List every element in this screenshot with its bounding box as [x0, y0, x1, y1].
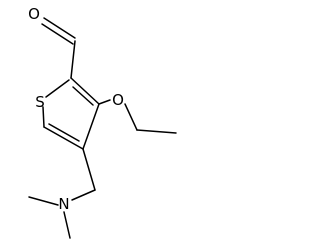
amine-bond-n-me1	[28, 196, 59, 206]
amine-bond-n-me2	[63, 211, 71, 239]
ring-bond-c3-c4	[82, 103, 100, 150]
ring-bond-c4-c5-inner	[48, 123, 80, 142]
aldehyde-double-bond-b	[41, 23, 74, 45]
ring-bond-s-c2	[45, 79, 70, 98]
ring-bond-c2-c3	[70, 77, 100, 105]
molecule-structure: O S O N	[28, 5, 177, 239]
ethoxy-bond-o-ch2	[124, 103, 138, 131]
ring-bond-c4-c5	[43, 126, 84, 150]
aldehyde-double-bond-a	[43, 17, 76, 39]
ring-bond-c2-c3-inner	[72, 86, 94, 106]
ether-oxygen-label: O	[112, 91, 124, 109]
ethoxy-bond-c3-o	[98, 99, 111, 105]
aldehyde-ring-bond	[70, 40, 76, 79]
amine-bond-c4-ch2	[82, 148, 96, 191]
ethoxy-bond-ch2-ch3	[136, 129, 177, 134]
aldehyde-oxygen-label: O	[28, 5, 40, 23]
amine-bond-ch2-n	[71, 189, 96, 201]
ring-bond-c5-s	[42, 106, 45, 128]
sulfur-label: S	[35, 93, 45, 111]
nitrogen-label: N	[58, 195, 69, 213]
